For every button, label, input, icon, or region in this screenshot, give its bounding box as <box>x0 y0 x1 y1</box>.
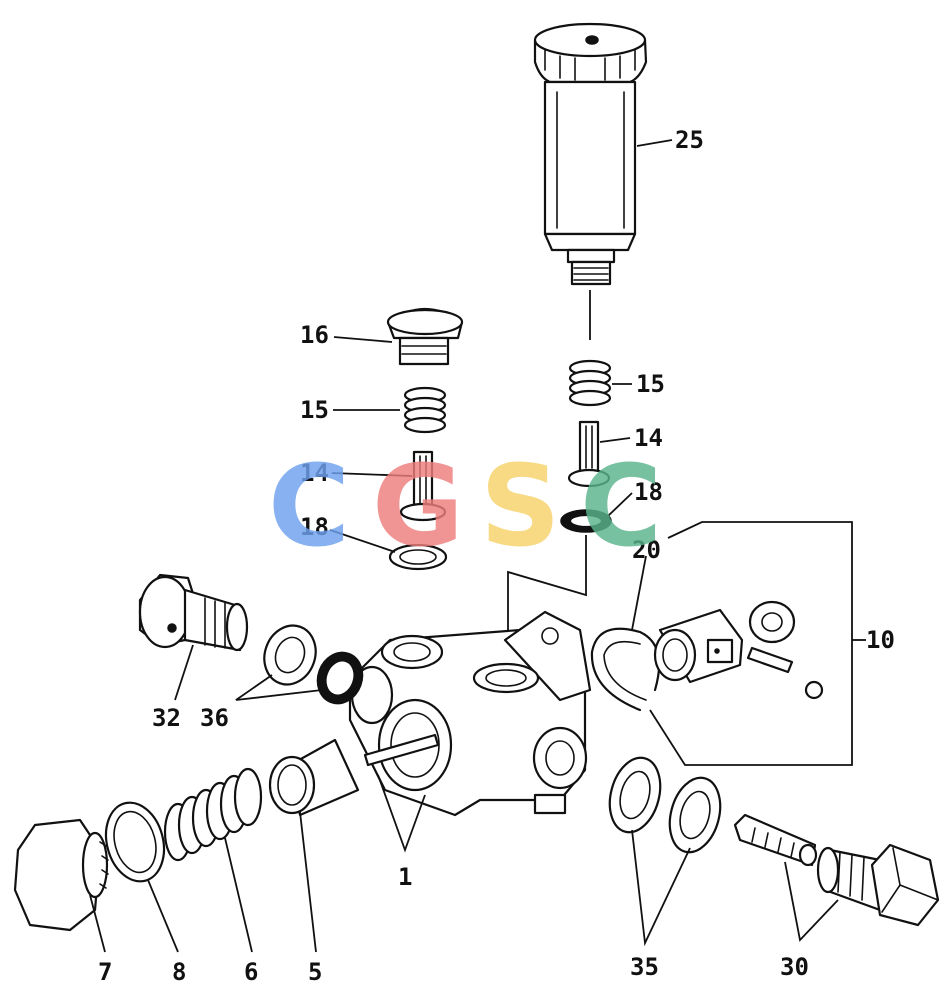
part-15-spring-left <box>333 386 447 434</box>
watermark-letter-c2: C <box>580 442 662 572</box>
label-8: 8 <box>172 958 186 986</box>
part-1-pump-body <box>348 610 592 853</box>
part-18-gasket-left <box>329 529 448 571</box>
label-6: 6 <box>244 958 258 986</box>
part-36-gasket-pair <box>235 624 364 705</box>
label-18-right: 18 <box>634 478 663 506</box>
part-5-sleeve <box>268 738 360 953</box>
label-30: 30 <box>780 953 809 981</box>
part-16-plug <box>333 307 464 366</box>
part-labels: 25 16 15 15 14 14 18 18 20 10 32 36 1 35… <box>98 126 895 986</box>
part-15-spring-right <box>568 359 632 407</box>
cgsc-watermark: C G S C <box>268 442 662 572</box>
part-14-valve-right <box>567 420 631 488</box>
label-36: 36 <box>200 704 229 732</box>
part-30-eye-bolt-set <box>733 813 940 942</box>
watermark-letter-s: S <box>480 442 561 572</box>
part-35-gasket-pair <box>608 756 722 947</box>
part-18-gasket-right <box>507 492 633 675</box>
part-32-eye-bolt <box>138 573 249 701</box>
part-7-plug <box>13 818 109 953</box>
label-35: 35 <box>630 953 659 981</box>
label-5: 5 <box>308 958 322 986</box>
part-10-piston-assembly <box>649 521 866 766</box>
label-7: 7 <box>98 958 112 986</box>
part-8-gasket <box>104 801 179 953</box>
part-14-valve-left <box>331 450 447 522</box>
label-20: 20 <box>632 536 661 564</box>
label-18-left: 18 <box>300 513 329 541</box>
label-14-left: 14 <box>300 459 329 487</box>
label-32: 32 <box>152 704 181 732</box>
label-16: 16 <box>300 321 329 349</box>
label-25: 25 <box>675 126 704 154</box>
part-20-snap-ring <box>590 555 661 712</box>
label-15-left: 15 <box>300 396 329 424</box>
label-15-right: 15 <box>636 370 665 398</box>
label-1: 1 <box>398 863 412 891</box>
label-10: 10 <box>866 626 895 654</box>
label-14-right: 14 <box>634 424 663 452</box>
watermark-letter-g: G <box>372 442 464 572</box>
watermark-letter-c1: C <box>268 442 350 572</box>
part-6-spring <box>163 767 263 953</box>
part-25-priming-pump <box>533 22 673 340</box>
